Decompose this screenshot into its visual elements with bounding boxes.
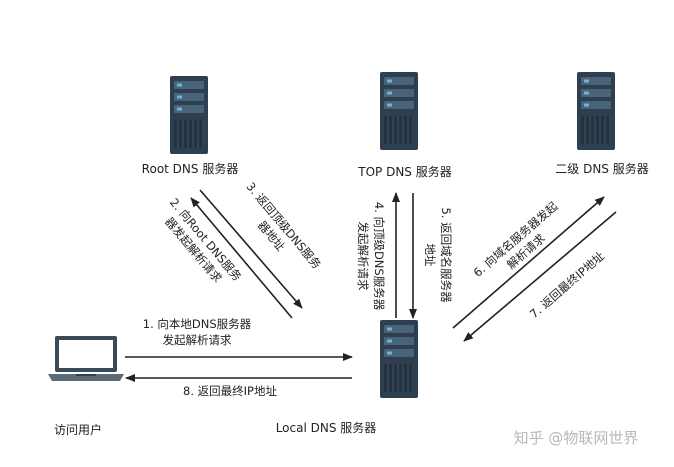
step-7-label: 7. 返回最终IP地址 [527, 249, 607, 322]
step-4-label-line1: 4. 向顶级DNS服务器 [372, 202, 386, 311]
arrow-step-6 [452, 196, 605, 329]
step-5-label-line1: 5. 返回域名服务器 [439, 207, 453, 303]
arrow-step-7 [463, 211, 617, 342]
arrow-step-2 [190, 197, 293, 319]
step-8-label: 8. 返回最终IP地址 [183, 384, 277, 398]
step-1-label-line2: 发起解析请求 [163, 333, 232, 347]
top-server-icon [379, 71, 419, 151]
laptop-icon [48, 336, 124, 381]
local-server-label: Local DNS 服务器 [276, 420, 377, 435]
root-server-label: Root DNS 服务器 [142, 161, 239, 176]
step-4-label-line2: 发起解析请求 [356, 222, 370, 291]
root-server-icon [169, 75, 209, 155]
second-level-server-icon [576, 71, 616, 151]
arrow-step-3 [199, 189, 303, 309]
watermark: 知乎 @物联网世界 [514, 429, 639, 447]
second-level-server-label: 二级 DNS 服务器 [555, 161, 648, 176]
step-5-label-line2: 地址 [423, 244, 437, 267]
local-server-icon [379, 319, 419, 399]
top-server-label: TOP DNS 服务器 [357, 164, 451, 179]
user-label: 访问用户 [54, 422, 102, 437]
step-1-label-line1: 1. 向本地DNS服务器 [143, 317, 252, 331]
